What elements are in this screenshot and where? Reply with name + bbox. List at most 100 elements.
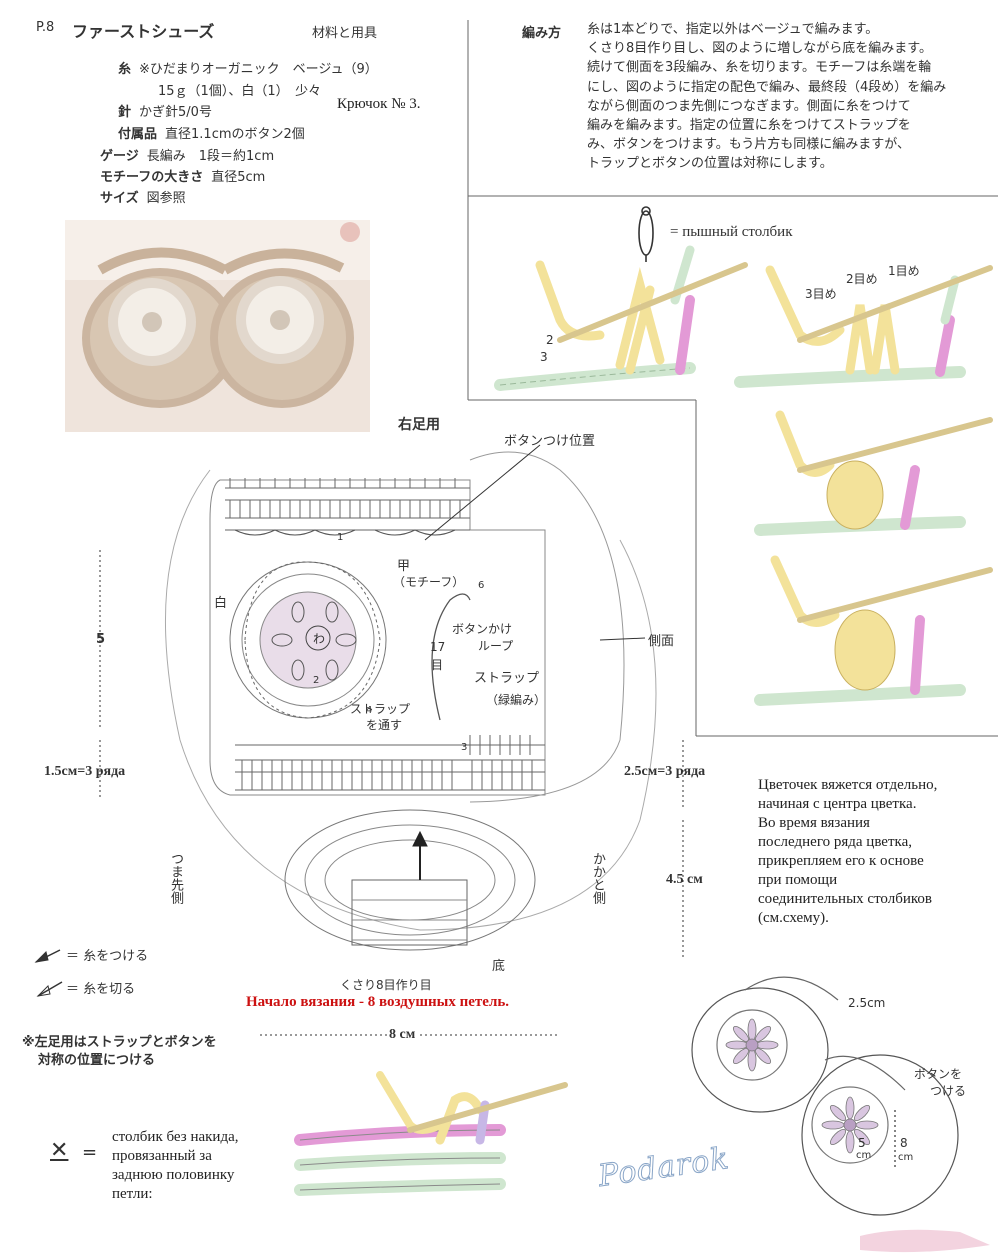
yarn-label: 糸 [118,62,132,77]
method-line: 糸は1本どりで、指定以外はベージュで編みます。 [587,22,879,37]
attach-yarn-icon [34,949,61,963]
left-foot-note: ※左足用はストラップとボタンを 対称の位置につける [22,1034,217,1070]
flower-note-line: Цветочек вяжется отдельно, [758,777,938,793]
notions-row: 付属品直径1.1cmのボタン2個 [118,123,305,142]
gauge-row: ゲージ長編み 1段＝約1cm [100,145,274,164]
sketch-dim-25: 2.5cm [848,996,886,1010]
dimension-25: 2.5см=3 ряда [624,764,706,779]
loop-label: ループ [478,639,514,653]
strap-through-label-2: を通す [366,718,403,732]
size-label: サイズ [100,191,139,206]
flower-note: Цветочек вяжется отдельно, начиная с цен… [758,776,937,928]
back-loop-illustration [294,1071,568,1196]
hook-ru: Крючок № 3. [337,96,421,112]
gauge-label: ゲージ [100,149,139,164]
stitch-rows-top [225,478,470,536]
sole-label: 底 [492,959,506,974]
button-position-label: ボタンつけ位置 [504,434,596,449]
flower-note-line: начиная с центра цветка. [758,796,917,812]
yarn-amount: 15ｇ（1個）、白（1） 少々 [158,84,322,99]
strap-loop [431,593,471,721]
sketch-dim-8: 8 [900,1136,908,1150]
sketch-dim-8-unit: cm [898,1152,914,1163]
dimension-15: 1.5см=3 ряда [44,764,126,779]
cut-yarn-icon [36,981,63,997]
daisy-icon [725,1018,779,1072]
sole-chart [284,809,536,951]
left-foot-note-line: ※左足用はストラップとボタンを [22,1035,217,1050]
dimension-5: 5 [96,632,106,647]
technique-illustration-3 [754,410,993,536]
method-text: 糸は1本どりで、指定以外はベージュで編みます。 くさり8目作り目し、図のように増… [587,20,987,174]
method-line: トラップとボタンの位置は対称にします。 [587,156,833,172]
description-line: провязанный за [112,1148,212,1164]
left-foot-note-line: 対称の位置につける [38,1053,156,1068]
heel-side-label: かかと側 [590,852,605,904]
technique-illustration-4 [754,555,993,706]
flower-motif-right [246,286,314,354]
button-attach-label: ボタンを [914,1067,963,1081]
rows-17-label: 17 [430,640,446,654]
puff-stitch-symbol [638,206,654,262]
method-line: 編みを編みます。指定の位置に糸をつけてストラップを [587,118,911,134]
description-line: заднюю половинку [112,1167,235,1183]
flower-motif-chart [229,561,387,719]
row-label: 2目め [846,272,878,286]
leader-line [599,637,646,641]
cut-yarn-label: ＝ 糸を切る [66,982,136,997]
step-number: 3 [540,350,548,364]
hook-row: 針かぎ針5/0号 [118,101,212,120]
technique-illustration-2 [734,265,993,388]
strap-edge-label: （緑編み） [486,693,547,707]
flower-note-line: прикрепляем его к основе [758,853,924,869]
hook-label: 針 [118,105,132,120]
diagram-title: 右足用 [398,417,440,433]
booties-photo [65,220,370,432]
shoe-sketch [691,976,959,1216]
materials-heading: 材料と用具 [312,26,378,41]
method-line: くさり8目作り目し、図のように増しながら底を編みます。 [587,41,932,57]
method-line: ながら側面のつま先側につなぎます。側面に糸をつけて [587,98,911,114]
legend-equals: = [82,1142,98,1163]
motif-row: モチーフの大きさ直径5cm [100,166,265,185]
yarn-row: 糸 ※ひだまりオーガニック ベージュ（9） [118,58,378,77]
daisy-icon [821,1096,879,1154]
page-title: ファーストシューズ [72,22,215,41]
stitch-rows-middle [235,735,545,791]
leader-line [424,444,541,541]
pink-stain [860,1229,990,1253]
technique-illustration-1 [494,245,748,391]
strap-label: ストラップ [474,671,540,686]
dimension-8: 8 см [387,1027,418,1043]
size-value: 図参照 [146,191,186,206]
yarn-value: ※ひだまりオーガニック ベージュ（9） [139,62,378,77]
button-attach-label-2: つける [930,1084,967,1098]
hook-value: かぎ針5/0号 [139,105,212,120]
flower-note-line: при помощи [758,872,838,888]
chart-number: 4 [366,705,373,716]
size-row: サイズ図参照 [100,187,186,206]
side-panel-outline [209,479,546,796]
row-label: 1目め [888,264,920,278]
back-loop-sc-description: столбик без накида, провязанный за задню… [112,1128,239,1204]
side-panel-curve [469,451,625,803]
instep-label: 甲 [397,559,411,574]
page-number: P.8 [36,20,55,35]
side-label: 側面 [648,634,675,649]
puff-stitch-label: = пышный столбик [670,224,793,240]
chart-number: 6 [478,580,485,591]
button-loop-label: ボタンかけ [452,622,513,636]
chart-number: 3 [461,742,468,753]
sketch-dim-5-unit: cm [856,1150,872,1161]
motif-label: （モチーフ） [393,575,465,589]
description-line: петли: [112,1186,153,1202]
method-label: 編み方 [522,26,562,41]
flower-note-line: соединительных столбиков [758,891,932,907]
notions-value: 直径1.1cmのボタン2個 [165,127,305,142]
gauge-value: 長編み 1段＝約1cm [146,149,275,164]
flower-note-line: (см.схему). [758,910,829,926]
chart-number: 2 [313,675,320,686]
chain-start-label: くさり8目作り目 [340,978,432,992]
method-line: み、ボタンをつけます。もう片方も同様に編みますが、 [587,137,911,153]
